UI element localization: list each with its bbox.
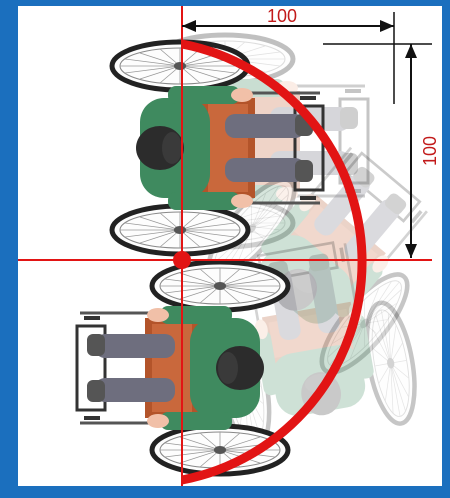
horizontal-dimension-label: 100	[267, 6, 297, 26]
horizontal-dimension	[182, 12, 395, 104]
vertical-dimension	[323, 43, 432, 258]
wheelchair-turning-diagram: 100 100	[18, 6, 442, 486]
turning-arc	[181, 39, 367, 485]
diagram-panel: 100 100	[18, 6, 442, 486]
pivot-point-icon	[173, 251, 191, 269]
vertical-dimension-label: 100	[420, 136, 440, 166]
